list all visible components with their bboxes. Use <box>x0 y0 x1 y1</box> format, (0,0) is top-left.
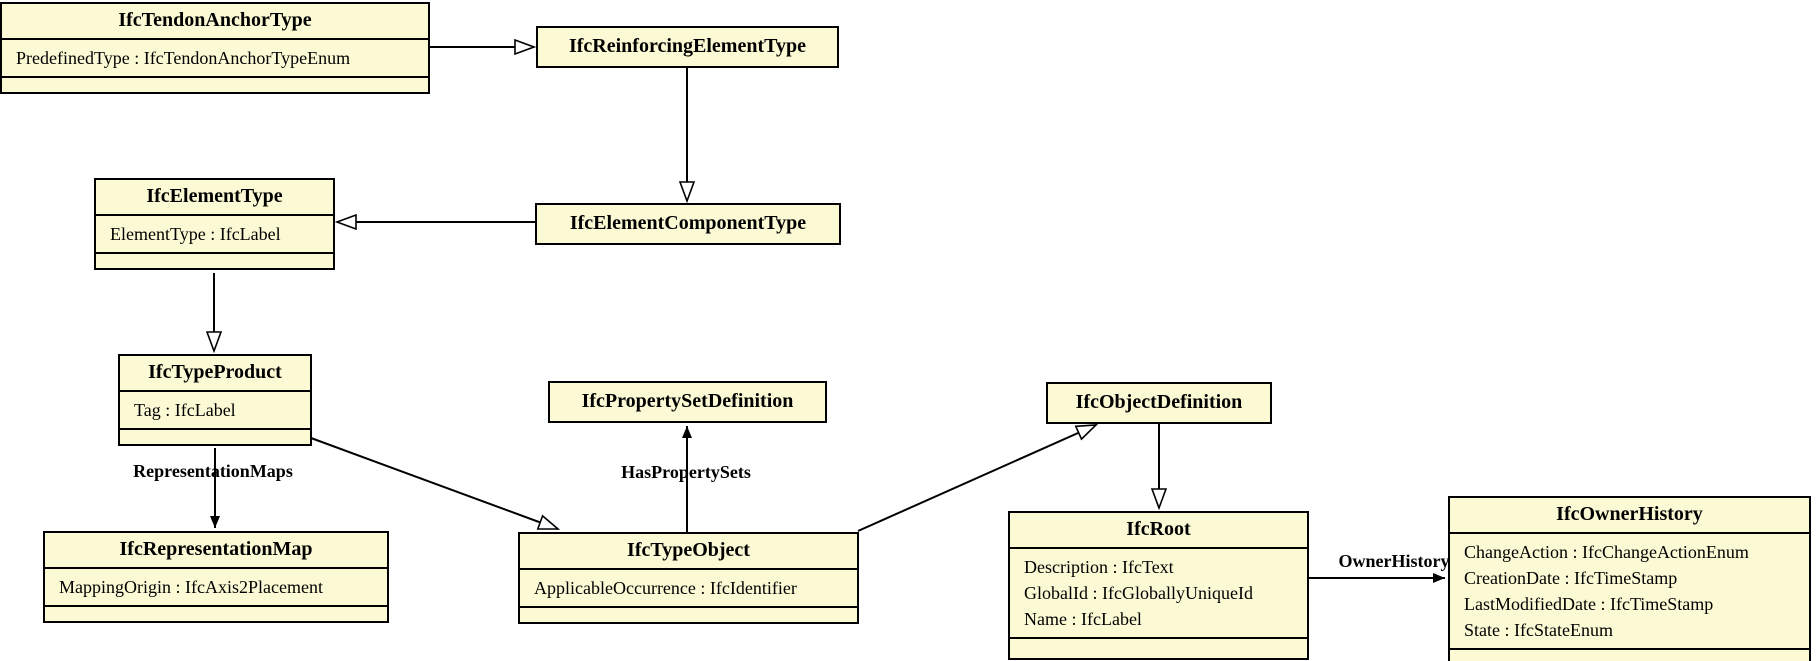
class-attribute: ChangeAction : IfcChangeActionEnum <box>1464 542 1749 562</box>
edge-label-representationmaps: RepresentationMaps <box>133 461 293 481</box>
class-box-ifcpropertysetdefinition: IfcPropertySetDefinition <box>548 381 827 423</box>
class-attributes: ApplicableOccurrence : IfcIdentifier <box>520 570 857 608</box>
class-box-ifctendonanchortype: IfcTendonAnchorType PredefinedType : Ifc… <box>0 2 430 94</box>
class-empty-compartment <box>2 78 428 92</box>
class-empty-compartment <box>520 608 857 622</box>
class-box-ifctypeproduct: IfcTypeProduct Tag : IfcLabel <box>118 354 312 446</box>
edge-generalization-typeproduct-typeobject <box>310 437 558 530</box>
class-title: IfcReinforcingElementType <box>568 35 806 57</box>
class-attribute: PredefinedType : IfcTendonAnchorTypeEnum <box>16 48 351 68</box>
class-box-ifcroot: IfcRoot Description : IfcText GlobalId :… <box>1008 511 1309 660</box>
class-title: IfcElementType <box>96 180 333 216</box>
class-box-ifcelementtype: IfcElementType ElementType : IfcLabel <box>94 178 335 270</box>
class-title: IfcTendonAnchorType <box>2 4 428 40</box>
class-box-ifcelementcomponenttype: IfcElementComponentType <box>535 203 841 245</box>
class-title: IfcPropertySetDefinition <box>581 390 794 412</box>
class-title: IfcTypeObject <box>520 534 857 570</box>
edge-label-ownerhistory: OwnerHistory <box>1338 551 1450 571</box>
class-attributes: Description : IfcText GlobalId : IfcGlob… <box>1010 549 1307 639</box>
class-attribute: MappingOrigin : IfcAxis2Placement <box>59 577 323 597</box>
class-attribute: State : IfcStateEnum <box>1464 620 1613 640</box>
edge-label-haspropertysets: HasPropertySets <box>621 462 751 482</box>
class-attribute: CreationDate : IfcTimeStamp <box>1464 568 1678 588</box>
class-attribute: ElementType : IfcLabel <box>110 224 281 244</box>
class-box-ifcobjectdefinition: IfcObjectDefinition <box>1046 382 1272 424</box>
class-title: IfcObjectDefinition <box>1075 391 1243 413</box>
class-box-ifcrepresentationmap: IfcRepresentationMap MappingOrigin : Ifc… <box>43 531 389 623</box>
class-empty-compartment <box>96 254 333 268</box>
class-box-ifctypeobject: IfcTypeObject ApplicableOccurrence : Ifc… <box>518 532 859 624</box>
class-empty-compartment <box>120 430 310 444</box>
class-empty-compartment <box>45 607 387 621</box>
class-box-ifcownerhistory: IfcOwnerHistory ChangeAction : IfcChange… <box>1448 496 1811 661</box>
class-attribute: ApplicableOccurrence : IfcIdentifier <box>534 578 797 598</box>
class-box-ifcreinforcingelementtype: IfcReinforcingElementType <box>536 26 839 68</box>
class-attribute: Description : IfcText <box>1024 557 1174 577</box>
class-empty-compartment <box>1450 650 1809 661</box>
class-title: IfcRepresentationMap <box>45 533 387 569</box>
class-attributes: MappingOrigin : IfcAxis2Placement <box>45 569 387 607</box>
class-empty-compartment <box>1010 639 1307 658</box>
class-attributes: PredefinedType : IfcTendonAnchorTypeEnum <box>2 40 428 78</box>
class-attribute: Name : IfcLabel <box>1024 609 1142 629</box>
class-title: IfcElementComponentType <box>569 212 807 234</box>
class-attributes: Tag : IfcLabel <box>120 392 310 430</box>
class-attribute: Tag : IfcLabel <box>134 400 236 420</box>
class-attribute: LastModifiedDate : IfcTimeStamp <box>1464 594 1714 614</box>
class-attributes: ElementType : IfcLabel <box>96 216 333 254</box>
class-attribute: GlobalId : IfcGloballyUniqueId <box>1024 583 1253 603</box>
class-title: IfcOwnerHistory <box>1450 498 1809 534</box>
class-title: IfcTypeProduct <box>120 356 310 392</box>
class-title: IfcRoot <box>1010 513 1307 549</box>
class-attributes: ChangeAction : IfcChangeActionEnum Creat… <box>1450 534 1809 650</box>
